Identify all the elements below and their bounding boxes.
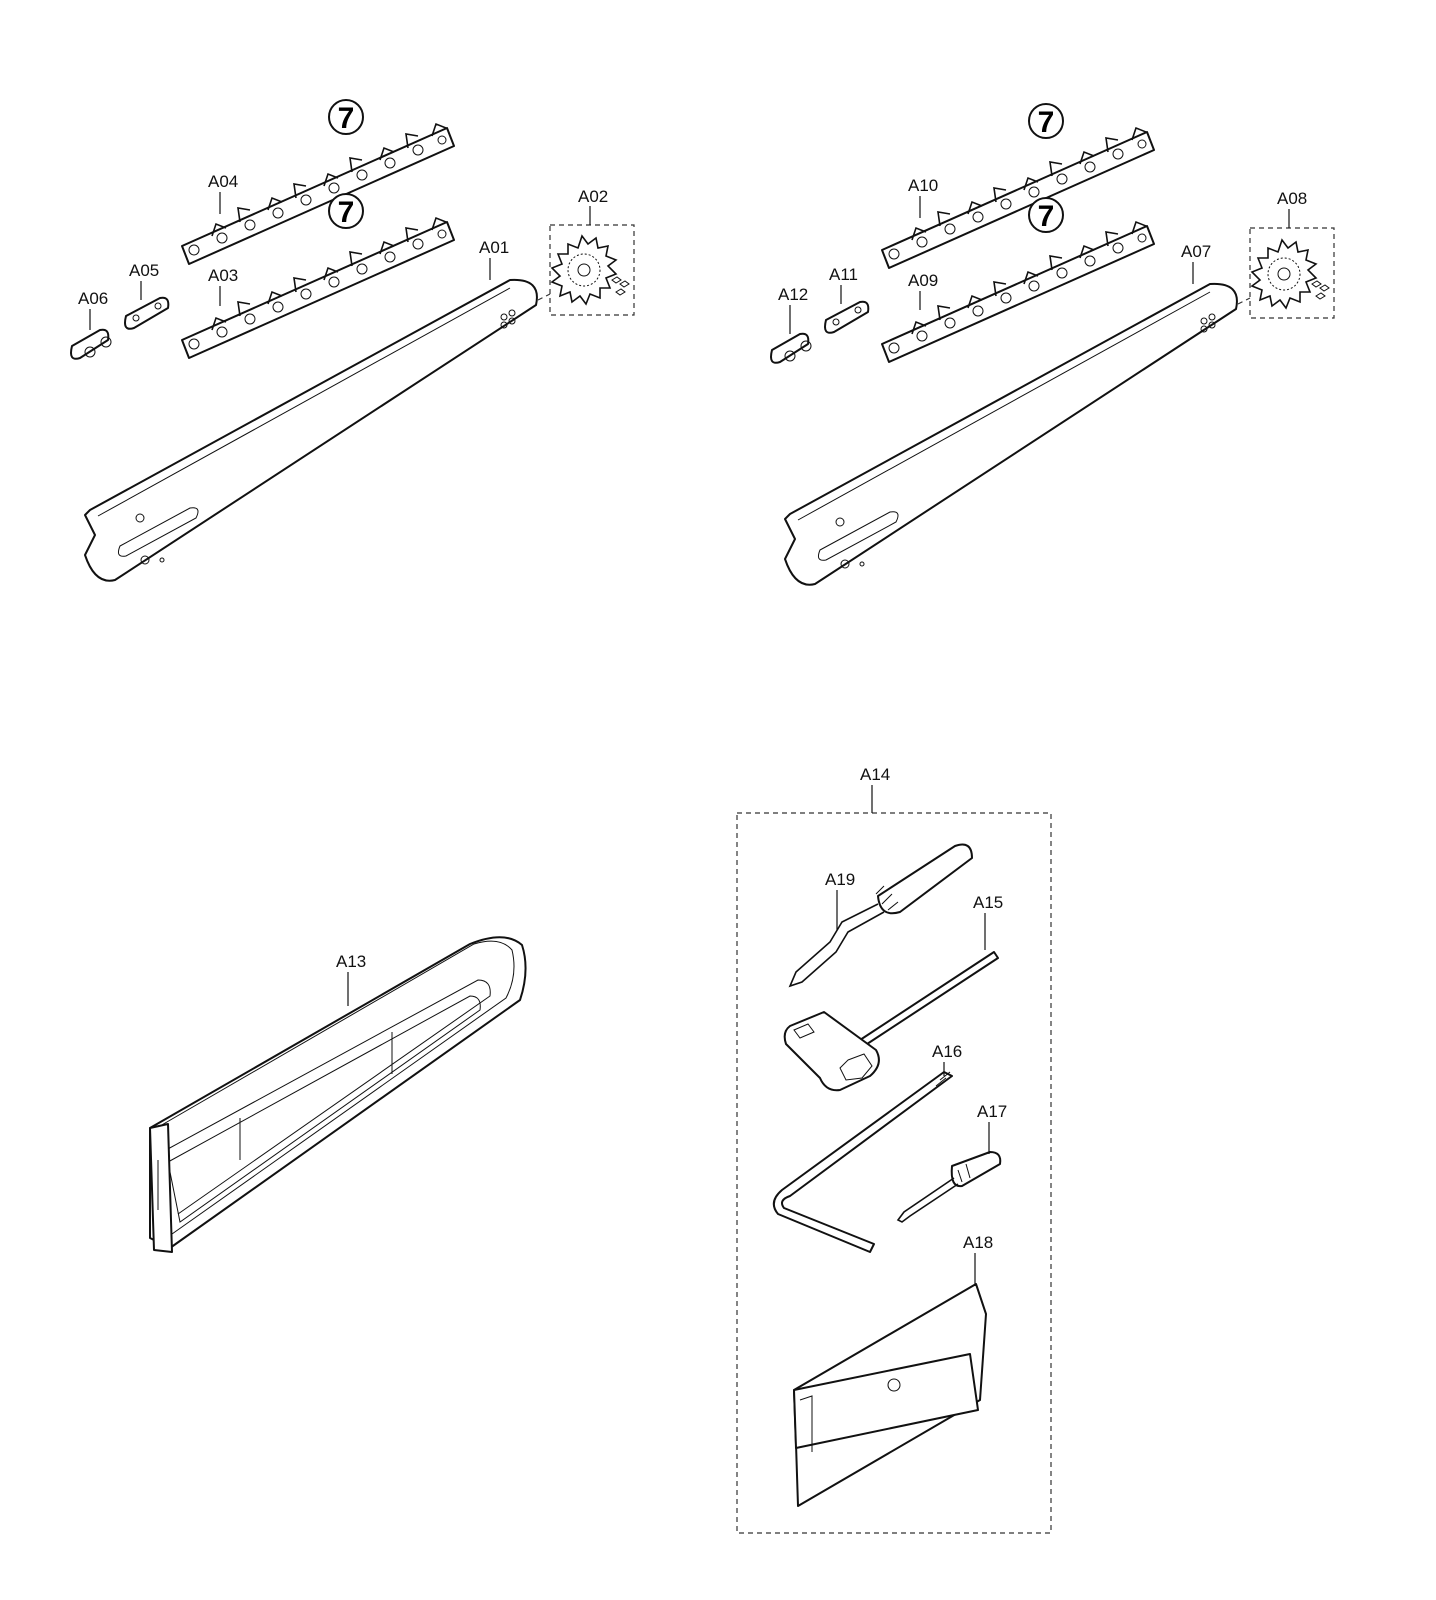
badge-top-chain-left: 7 <box>328 99 364 135</box>
label-a12: A12 <box>778 285 808 304</box>
label-a16: A16 <box>932 1042 962 1061</box>
label-a19: A19 <box>825 870 855 889</box>
link-a05 <box>124 296 170 330</box>
svg-text:7: 7 <box>338 196 355 229</box>
badge-bottom-chain-left: 7 <box>328 193 364 229</box>
label-a02: A02 <box>578 187 608 206</box>
link-a11 <box>824 300 870 334</box>
label-a08: A08 <box>1277 189 1307 208</box>
link-a12 <box>770 332 812 364</box>
label-a06: A06 <box>78 289 108 308</box>
badge-bottom-chain-right: 7 <box>1028 197 1064 233</box>
label-a13: A13 <box>336 952 366 971</box>
label-a10: A10 <box>908 176 938 195</box>
guide-bar-a07 <box>784 282 1238 586</box>
label-a15: A15 <box>973 893 1003 912</box>
sprocket-a02 <box>551 235 630 305</box>
label-a03: A03 <box>208 266 238 285</box>
label-a01: A01 <box>479 238 509 257</box>
link-a06 <box>70 328 112 360</box>
label-a05: A05 <box>129 261 159 280</box>
label-a09: A09 <box>908 271 938 290</box>
file-handle-a19 <box>788 843 973 988</box>
screwdriver-a17 <box>896 1151 1002 1223</box>
tool-kit-box-a14 <box>736 812 1052 1534</box>
svg-text:7: 7 <box>338 102 355 135</box>
label-a07: A07 <box>1181 242 1211 261</box>
label-a14: A14 <box>860 765 890 784</box>
label-a04: A04 <box>208 172 238 191</box>
badge-top-chain-right: 7 <box>1028 103 1064 139</box>
label-a18: A18 <box>963 1233 993 1252</box>
label-a17: A17 <box>977 1102 1007 1121</box>
label-a11: A11 <box>829 265 858 284</box>
sprocket-a08 <box>1251 239 1330 309</box>
socket-wrench-a15 <box>783 951 999 1092</box>
hex-key-a16 <box>772 1071 953 1253</box>
pouch-a18 <box>793 1283 987 1507</box>
svg-text:7: 7 <box>1038 200 1055 233</box>
sprocket-kit-box-left <box>549 224 635 316</box>
bar-cover-a13 <box>149 936 527 1253</box>
guide-bar-a01 <box>84 278 538 582</box>
svg-text:7: 7 <box>1038 106 1055 139</box>
sprocket-kit-box-right <box>1249 227 1335 319</box>
